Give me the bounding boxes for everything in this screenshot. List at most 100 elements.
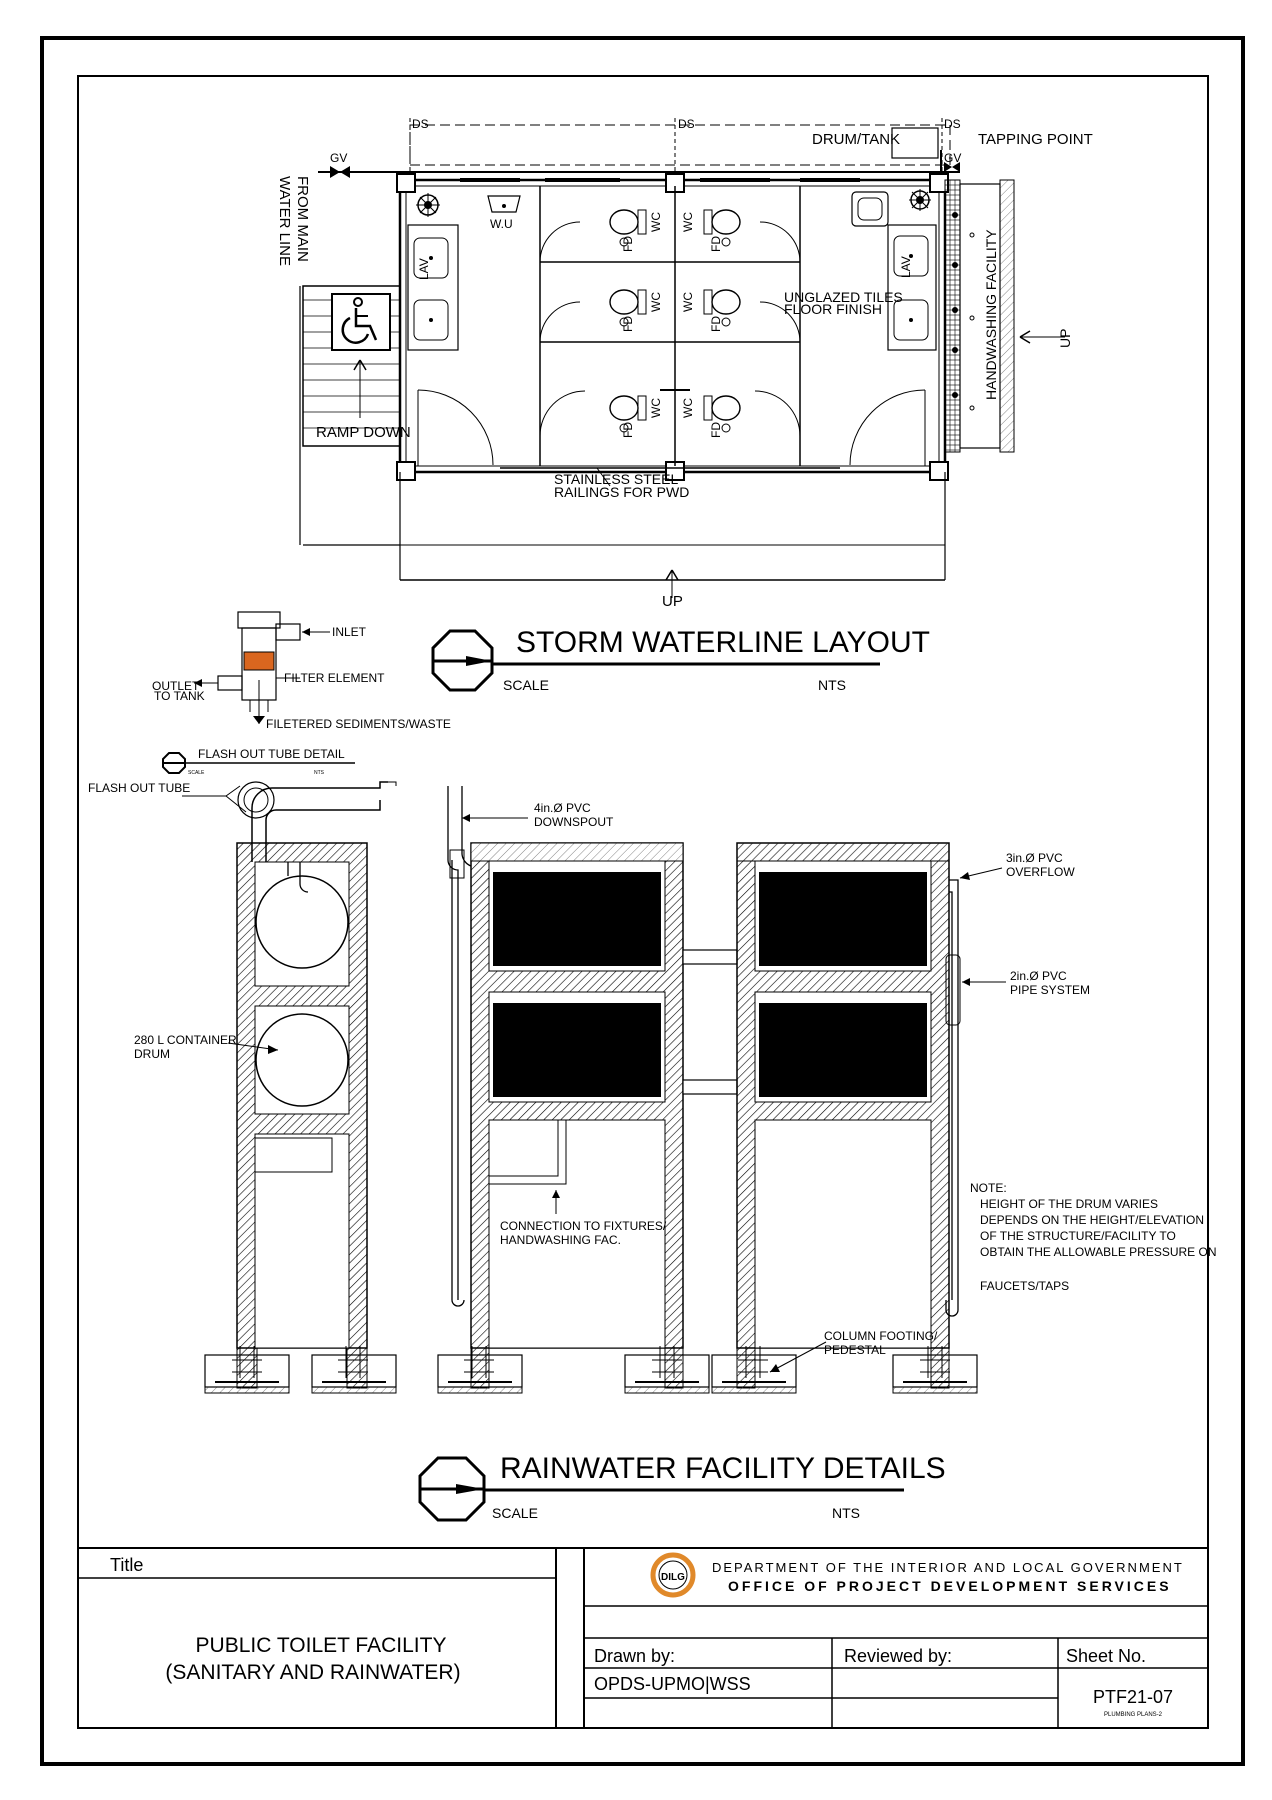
wc-label: WC (681, 398, 695, 418)
flash-out-detail-title: FLASH OUT TUBE DETAIL (198, 747, 345, 761)
ramp-down-label: RAMP DOWN (316, 424, 411, 441)
outlet-label: OUTLET (152, 679, 200, 693)
gate-valve-label: GV (944, 151, 961, 165)
downspout-label: DOWNSPOUT (534, 815, 614, 829)
wc-label: WC (681, 212, 695, 232)
wc-label: WC (681, 292, 695, 312)
drum-tank-symbol (891, 127, 939, 159)
footings (204, 1346, 978, 1394)
lav-label: LAV (899, 256, 913, 278)
flash-out-detail-nts: NTS (314, 770, 325, 776)
outer-border (40, 36, 1245, 1766)
tapping-point-label: TAPPING POINT (978, 131, 1093, 148)
wc-label: WC (649, 398, 663, 418)
railings-label: RAILINGS FOR PWD (554, 484, 689, 500)
sheet-no-label: Sheet No. (1066, 1646, 1146, 1666)
sheet-sub: PLUMBING PLANS-2 (1104, 1712, 1163, 1718)
project-title: PUBLIC TOILET FACILITY (196, 1634, 447, 1657)
fd-label: FD (621, 316, 635, 332)
downspout-label: DS (412, 117, 429, 131)
storm-scale: SCALE (503, 677, 549, 693)
fd-label: FD (709, 422, 723, 438)
footing-label: COLUMN FOOTING/ (824, 1329, 938, 1343)
outlet-label: TO TANK (154, 689, 205, 703)
water-tank (493, 872, 661, 966)
floor-finish-label: FLOOR FINISH (784, 301, 882, 317)
rain-title: RAINWATER FACILITY DETAILS (500, 1452, 946, 1485)
from-main-label: FROM MAIN (294, 176, 311, 262)
rain-section-middle (447, 786, 684, 1389)
flash-out-detail-scale: SCALE (188, 770, 205, 776)
floor-drain-icon (416, 189, 931, 217)
storm-title: STORM WATERLINE LAYOUT (516, 626, 930, 659)
fd-label: FD (709, 236, 723, 252)
drum-tank-label: DRUM/TANK (812, 131, 900, 148)
water-urinal-label: W.U (490, 217, 513, 231)
railings-label: STAINLESS STEEL (554, 471, 678, 487)
project-subtitle: (SANITARY AND RAINWATER) (165, 1661, 460, 1684)
note-line: DEPENDS ON THE HEIGHT/ELEVATION (980, 1213, 1204, 1227)
note-line: OBTAIN THE ALLOWABLE PRESSURE ON (980, 1245, 1217, 1259)
handwashing-label: HANDWASHING FACILITY (983, 229, 999, 400)
title-label: Title (110, 1555, 143, 1575)
storm-nts: NTS (818, 677, 846, 693)
filter-detail: INLET FILTER ELEMENT OUTLET TO TANK FILE… (152, 611, 451, 776)
plan-labels: DS DS DS GV GV DRUM/TANK TAPPING POINT F… (276, 117, 1093, 610)
rain-scale: SCALE (492, 1505, 538, 1521)
logo-text: DILG (661, 1572, 685, 1583)
office-name: OFFICE OF PROJECT DEVELOPMENT SERVICES (728, 1578, 1172, 1594)
note-title: NOTE: (970, 1181, 1007, 1195)
footing-label: PEDESTAL (824, 1343, 886, 1357)
downspout-size-label: 4in.Ø PVC (534, 801, 591, 815)
pipe-size-label: 2in.Ø PVC (1010, 969, 1067, 983)
note-line: FAUCETS/TAPS (980, 1279, 1069, 1293)
rain-section-right (736, 842, 961, 1389)
overflow-size-label: 3in.Ø PVC (1006, 851, 1063, 865)
rain-nts: NTS (832, 1505, 860, 1521)
water-tank (759, 1003, 927, 1097)
water-tank (759, 872, 927, 966)
sediments-label: FILETERED SEDIMENTS/WASTE (266, 717, 451, 731)
note-line: HEIGHT OF THE DRUM VARIES (980, 1197, 1158, 1211)
inlet-label: INLET (332, 625, 367, 639)
connection-label: HANDWASHING FAC. (500, 1233, 621, 1247)
gate-valve-label: GV (330, 151, 347, 165)
rain-section-left (236, 781, 397, 1389)
rain-labels: FLASH OUT TUBE 4in.Ø PVC DOWNSPOUT 3in.Ø… (88, 781, 1217, 1357)
pipe-system-label: PIPE SYSTEM (1010, 983, 1090, 997)
drawn-by-label: Drawn by: (594, 1646, 675, 1666)
wc-label: WC (649, 212, 663, 232)
handwashing-tile-band (944, 179, 961, 453)
gate-valve-icon (330, 166, 350, 178)
note-line: OF THE STRUCTURE/FACILITY TO (980, 1229, 1176, 1243)
water-tank (493, 1003, 661, 1097)
department-name: DEPARTMENT OF THE INTERIOR AND LOCAL GOV… (712, 1560, 1184, 1575)
downspout-label: DS (678, 117, 695, 131)
lav-label: LAV (417, 258, 431, 280)
filter-element (243, 651, 275, 671)
rain-leaders (182, 785, 1006, 1373)
fd-label: FD (621, 422, 635, 438)
gate-valve-icon (944, 162, 960, 172)
title-block: Title PUBLIC TOILET FACILITY (SANITARY A… (78, 1547, 1209, 1729)
container-drum-label: DRUM (134, 1047, 170, 1061)
storm-title-block: STORM WATERLINE LAYOUT SCALE NTS (431, 626, 930, 693)
floor-finish-label: UNGLAZED TILES (784, 289, 903, 305)
fd-label: FD (709, 316, 723, 332)
up-label: UP (1057, 329, 1073, 348)
container-label: 280 L CONTAINER (134, 1033, 237, 1047)
dilg-logo: DILG (650, 1552, 696, 1598)
wheelchair-icon (331, 293, 391, 351)
up-label: UP (662, 593, 683, 610)
rain-title-block: RAINWATER FACILITY DETAILS SCALE NTS (418, 1452, 946, 1522)
flash-out-tube-label: FLASH OUT TUBE (88, 781, 190, 795)
fd-label: FD (621, 236, 635, 252)
overflow-label: OVERFLOW (1006, 865, 1075, 879)
reviewed-by-label: Reviewed by: (844, 1646, 952, 1666)
water-line-label: WATER LINE (276, 176, 293, 266)
downspout-label: DS (944, 117, 961, 131)
connection-label: CONNECTION TO FIXTURES/ (500, 1219, 667, 1233)
floor-plan (299, 118, 1065, 598)
toilet-icon (609, 209, 741, 433)
